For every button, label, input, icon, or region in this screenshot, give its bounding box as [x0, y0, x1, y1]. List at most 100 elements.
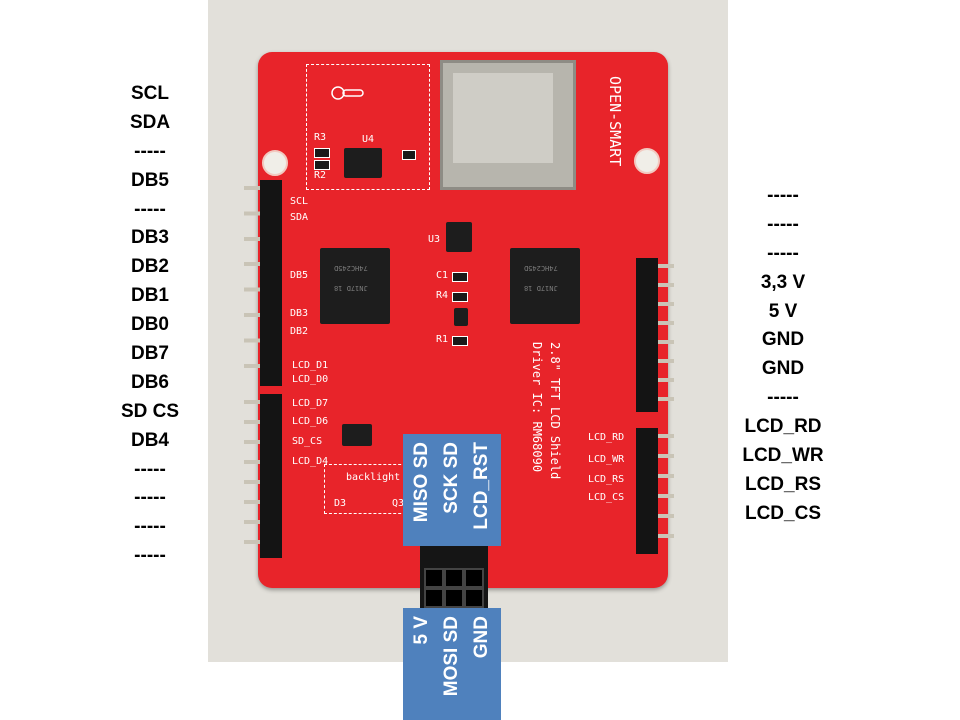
transistor [454, 308, 468, 326]
icsp-label: LCD_RST [471, 442, 492, 530]
silk-label: DB2 [290, 326, 309, 337]
driver-label: Driver IC: RM68090 [530, 342, 544, 473]
silk-label: LCD_D6 [292, 416, 329, 427]
chip-code: JN17D 18 [524, 284, 558, 292]
r2-resistor [314, 160, 330, 170]
mounting-hole [262, 150, 288, 176]
right-header-pins [658, 434, 674, 548]
icsp-socket [444, 568, 464, 588]
silk-label: LCD_D7 [292, 398, 329, 409]
u4-label: U4 [362, 134, 375, 145]
thermometer-icon [331, 86, 364, 100]
chip-marking: 74HC245D [334, 264, 368, 272]
c1-capacitor [452, 272, 468, 282]
left-pin-label: SCL [131, 83, 169, 104]
product-text: 2.8" TFT LCD Shield Driver IC: RM68090 [528, 342, 564, 479]
left-pin-label: DB7 [130, 343, 169, 365]
left-pin-label: DB0 [130, 314, 169, 336]
silk-label: DB5 [290, 270, 309, 281]
right-pin-label: ----- [767, 185, 799, 206]
buffer-chip-right: 74HC245D JN17D 18 [510, 248, 580, 324]
left-pin-labels: SCL SDA ----- DB5 ----- DB3 DB2 DB1 DB0 … [100, 80, 200, 571]
icsp-label: GND [471, 616, 492, 659]
q3-label: Q3 [392, 498, 405, 509]
left-pin-label: ----- [134, 458, 166, 480]
silk-label: DB3 [290, 308, 309, 319]
right-pin-label: LCD_CS [744, 502, 821, 524]
chip-code: JN17D 18 [334, 284, 368, 292]
right-header-upper [636, 258, 658, 412]
right-header-lower [636, 428, 658, 554]
silk-label: SD_CS [292, 436, 323, 447]
silk-label: LCD_WR [588, 454, 625, 465]
left-pin-label: ----- [134, 198, 166, 220]
r2-label: R2 [314, 170, 327, 181]
right-pin-label: LCD_RS [744, 473, 821, 495]
right-pin-label: LCD_RD [744, 416, 822, 438]
sensor-outline [306, 64, 430, 190]
silk-label: LCD_RS [588, 474, 625, 485]
silk-label: SDA [290, 212, 309, 223]
icsp-label: MOSI SD [441, 616, 462, 697]
sd-card-slot [440, 60, 576, 190]
r1-resistor [452, 336, 468, 346]
left-pin-label: DB3 [130, 227, 169, 249]
r1-label: R1 [436, 334, 449, 345]
left-pin-label: ----- [134, 487, 166, 509]
c1-label: C1 [436, 270, 449, 281]
right-pin-label: GND [761, 358, 805, 380]
left-pin-label: ----- [134, 545, 166, 567]
right-pin-label: ----- [767, 242, 799, 264]
left-pin-label: SD CS [120, 400, 180, 422]
left-header-pins [244, 400, 260, 552]
left-pin-label: ----- [134, 516, 166, 538]
icsp-socket [464, 568, 484, 588]
mounting-hole [634, 148, 660, 174]
product-label: 2.8" TFT LCD Shield [548, 342, 562, 480]
brand-label: OPEN-SMART [606, 76, 624, 167]
right-pin-label: GND [761, 329, 805, 351]
silk-label: LCD_RD [588, 432, 625, 443]
chip-marking: 74HC245D [524, 264, 558, 272]
right-pin-label: ----- [767, 213, 799, 235]
left-header-upper [260, 180, 282, 386]
u3-chip [446, 222, 472, 252]
silk-label: LCD_D4 [292, 456, 329, 467]
r3-label: R3 [314, 132, 327, 143]
left-header-pins [244, 186, 260, 380]
left-pin-label: SDA [129, 111, 171, 133]
left-pin-label: DB6 [130, 371, 169, 393]
left-header-lower [260, 394, 282, 558]
buffer-chip-left: 74HC245D JN17D 18 [320, 248, 390, 324]
silk-label: SCL [290, 196, 309, 207]
right-pin-label: 5 V [768, 300, 798, 322]
lcd-shield-board: R3 R2 U4 OPEN-SMART U3 74HC245D JN17D 18… [258, 52, 668, 588]
left-pin-label: DB4 [130, 429, 169, 451]
silk-label: LCD_D1 [292, 360, 329, 371]
backlight-label: backlight [346, 472, 401, 483]
icsp-socket [424, 588, 444, 608]
left-pin-label: DB1 [130, 285, 169, 307]
u3-label: U3 [428, 234, 441, 245]
right-pin-label: LCD_WR [742, 445, 824, 467]
right-header-pins [658, 264, 674, 406]
icsp-label: 5 V [411, 616, 432, 645]
d3-label: D3 [334, 498, 347, 509]
u4-chip [344, 148, 382, 178]
q3-transistor [342, 424, 372, 446]
r4-label: R4 [436, 290, 449, 301]
icsp-bottom-label-box: 5 V MOSI SD GND [403, 608, 501, 720]
icsp-connector [420, 546, 488, 608]
icsp-socket [424, 568, 444, 588]
capacitor [402, 150, 416, 160]
icsp-label: MISO SD [411, 442, 432, 523]
r4-resistor [452, 292, 468, 302]
icsp-socket [444, 588, 464, 608]
icsp-top-label-box: MISO SD SCK SD LCD_RST [403, 434, 501, 546]
right-pin-label: ----- [767, 387, 799, 409]
r3-resistor [314, 148, 330, 158]
left-pin-label: DB5 [130, 169, 169, 191]
silk-label: LCD_CS [588, 492, 625, 503]
icsp-label: SCK SD [441, 442, 462, 514]
right-pin-labels: ----- ----- ----- 3,3 V 5 V GND GND ----… [728, 182, 838, 529]
